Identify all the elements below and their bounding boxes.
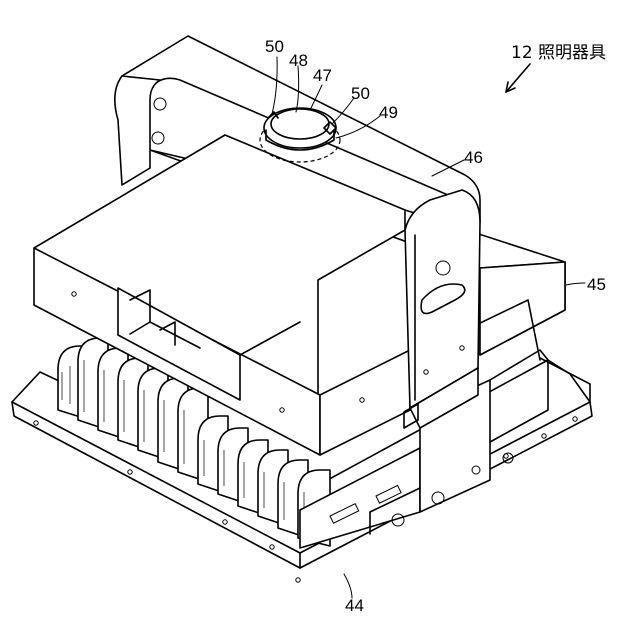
label-45: 45	[587, 275, 606, 294]
label-50a: 50	[265, 37, 284, 56]
label-47: 47	[313, 66, 332, 85]
label-48: 48	[289, 51, 308, 70]
label-49: 49	[379, 103, 398, 122]
label-50b: 50	[351, 84, 370, 103]
figure-title: 12 照明器具	[511, 43, 606, 63]
label-44: 44	[345, 596, 364, 615]
label-46: 46	[464, 148, 483, 167]
